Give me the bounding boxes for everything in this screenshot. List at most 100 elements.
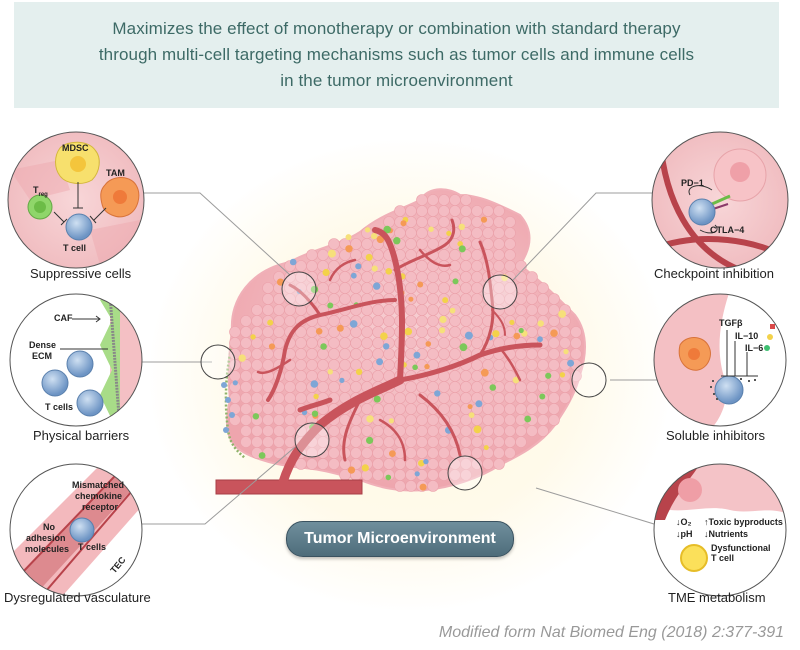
tumor-cell — [394, 469, 406, 481]
tumor-cell — [405, 205, 417, 217]
tumor-cell — [449, 370, 461, 382]
tumor-cell — [350, 282, 362, 294]
immune-cell — [428, 226, 434, 232]
tumor-cell — [405, 469, 417, 481]
tumor-cell — [416, 414, 428, 426]
immune-cell — [289, 258, 297, 266]
tumor-cell — [438, 194, 450, 206]
label-pd1: PD−1 — [681, 178, 704, 188]
immune-cell — [327, 369, 333, 375]
tumor-cell — [460, 271, 472, 283]
tumor-cell — [427, 282, 439, 294]
tumor-cell — [273, 326, 285, 338]
tumor-cell — [328, 436, 340, 448]
tumor-cell — [229, 337, 241, 349]
tumor-cell — [416, 205, 428, 217]
tumor-cell — [372, 425, 384, 437]
tumor-cell — [372, 469, 384, 481]
tumor-cell — [328, 337, 340, 349]
tumor-cell — [416, 436, 428, 448]
immune-cell — [404, 327, 413, 336]
tumor-cell — [372, 348, 384, 360]
tumor-cell — [284, 436, 296, 448]
tumor-cell — [416, 403, 428, 415]
tumor-cell — [405, 238, 417, 250]
tumor-cell — [405, 282, 417, 294]
immune-cell — [492, 330, 500, 338]
tumor-cell — [537, 403, 549, 415]
label-il10: IL−10 — [735, 331, 759, 341]
tumor-cell — [537, 381, 549, 393]
tumor-cell — [537, 359, 549, 371]
tumor-cell — [471, 205, 483, 217]
tumor-cell — [240, 436, 252, 448]
immune-cell — [480, 368, 489, 377]
tumor-cell — [438, 216, 450, 228]
tumor-cell — [482, 403, 494, 415]
tumor-cell — [537, 304, 549, 316]
marker-physical — [200, 344, 236, 380]
immune-cell — [452, 278, 459, 285]
tumor-cell — [361, 348, 373, 360]
immune-cell — [439, 315, 447, 324]
tumor-cell — [515, 271, 527, 283]
tumor-cell — [537, 348, 549, 360]
tumor-cell — [427, 414, 439, 426]
label-toxic-byproducts: ↑Toxic byproducts — [704, 517, 783, 527]
tumor-cell — [526, 293, 538, 305]
tumor-cell — [405, 315, 417, 327]
tumor-cell — [383, 436, 395, 448]
tumor-cell — [295, 381, 307, 393]
tumor-cell — [537, 282, 549, 294]
immune-cell — [364, 227, 371, 233]
tumor-cell — [383, 348, 395, 360]
tumor-cell — [317, 282, 329, 294]
immune-cell — [371, 232, 378, 240]
tumor-cell — [460, 436, 472, 448]
immune-cell — [385, 268, 393, 275]
tumor-cell — [482, 205, 494, 217]
tumor-cell — [471, 359, 483, 371]
immune-cell — [509, 319, 515, 325]
tumor-cell — [251, 425, 263, 437]
tumor-cell — [427, 480, 439, 492]
tumor-cell — [438, 447, 450, 459]
tumor-cell — [262, 414, 274, 426]
tumor-cell — [427, 238, 439, 250]
tumor-cell — [405, 392, 417, 404]
tumor-cell — [350, 249, 362, 261]
tumor-cell — [262, 304, 274, 316]
tumor-cell — [482, 238, 494, 250]
tumor-cell — [537, 414, 549, 426]
tumor-cell — [526, 326, 538, 338]
immune-cell — [563, 349, 569, 355]
immune-cell — [439, 327, 446, 334]
tumor-cell — [493, 370, 505, 382]
immune-cell — [383, 225, 392, 234]
label-nutrients: ↓Nutrients — [704, 529, 749, 539]
tumor-cell — [328, 348, 340, 360]
il6-icon — [764, 345, 770, 351]
immune-cell — [480, 216, 488, 223]
tumor-cell — [548, 392, 560, 404]
label-ecm: ECM — [32, 351, 52, 361]
tumor-cell — [383, 359, 395, 371]
tumor-cell — [460, 205, 472, 217]
tumor-cell — [229, 392, 241, 404]
tumor-cell — [306, 359, 318, 371]
tumor-cell — [383, 403, 395, 415]
tumor-cell — [438, 348, 450, 360]
tumor-cell — [394, 403, 406, 415]
tumor-cell — [273, 315, 285, 327]
tumor-cell — [449, 260, 461, 272]
immune-cell — [380, 332, 388, 341]
label-ph: ↓pH — [676, 529, 693, 539]
t-cell-dot — [225, 397, 231, 403]
tumor-cell — [504, 227, 516, 239]
immune-cell — [355, 263, 362, 270]
tumor-cell — [427, 293, 439, 305]
label-caf: CAF — [54, 313, 73, 323]
tumor-cell — [405, 447, 417, 459]
tumor-cell — [416, 260, 428, 272]
tumor-cell — [515, 436, 527, 448]
